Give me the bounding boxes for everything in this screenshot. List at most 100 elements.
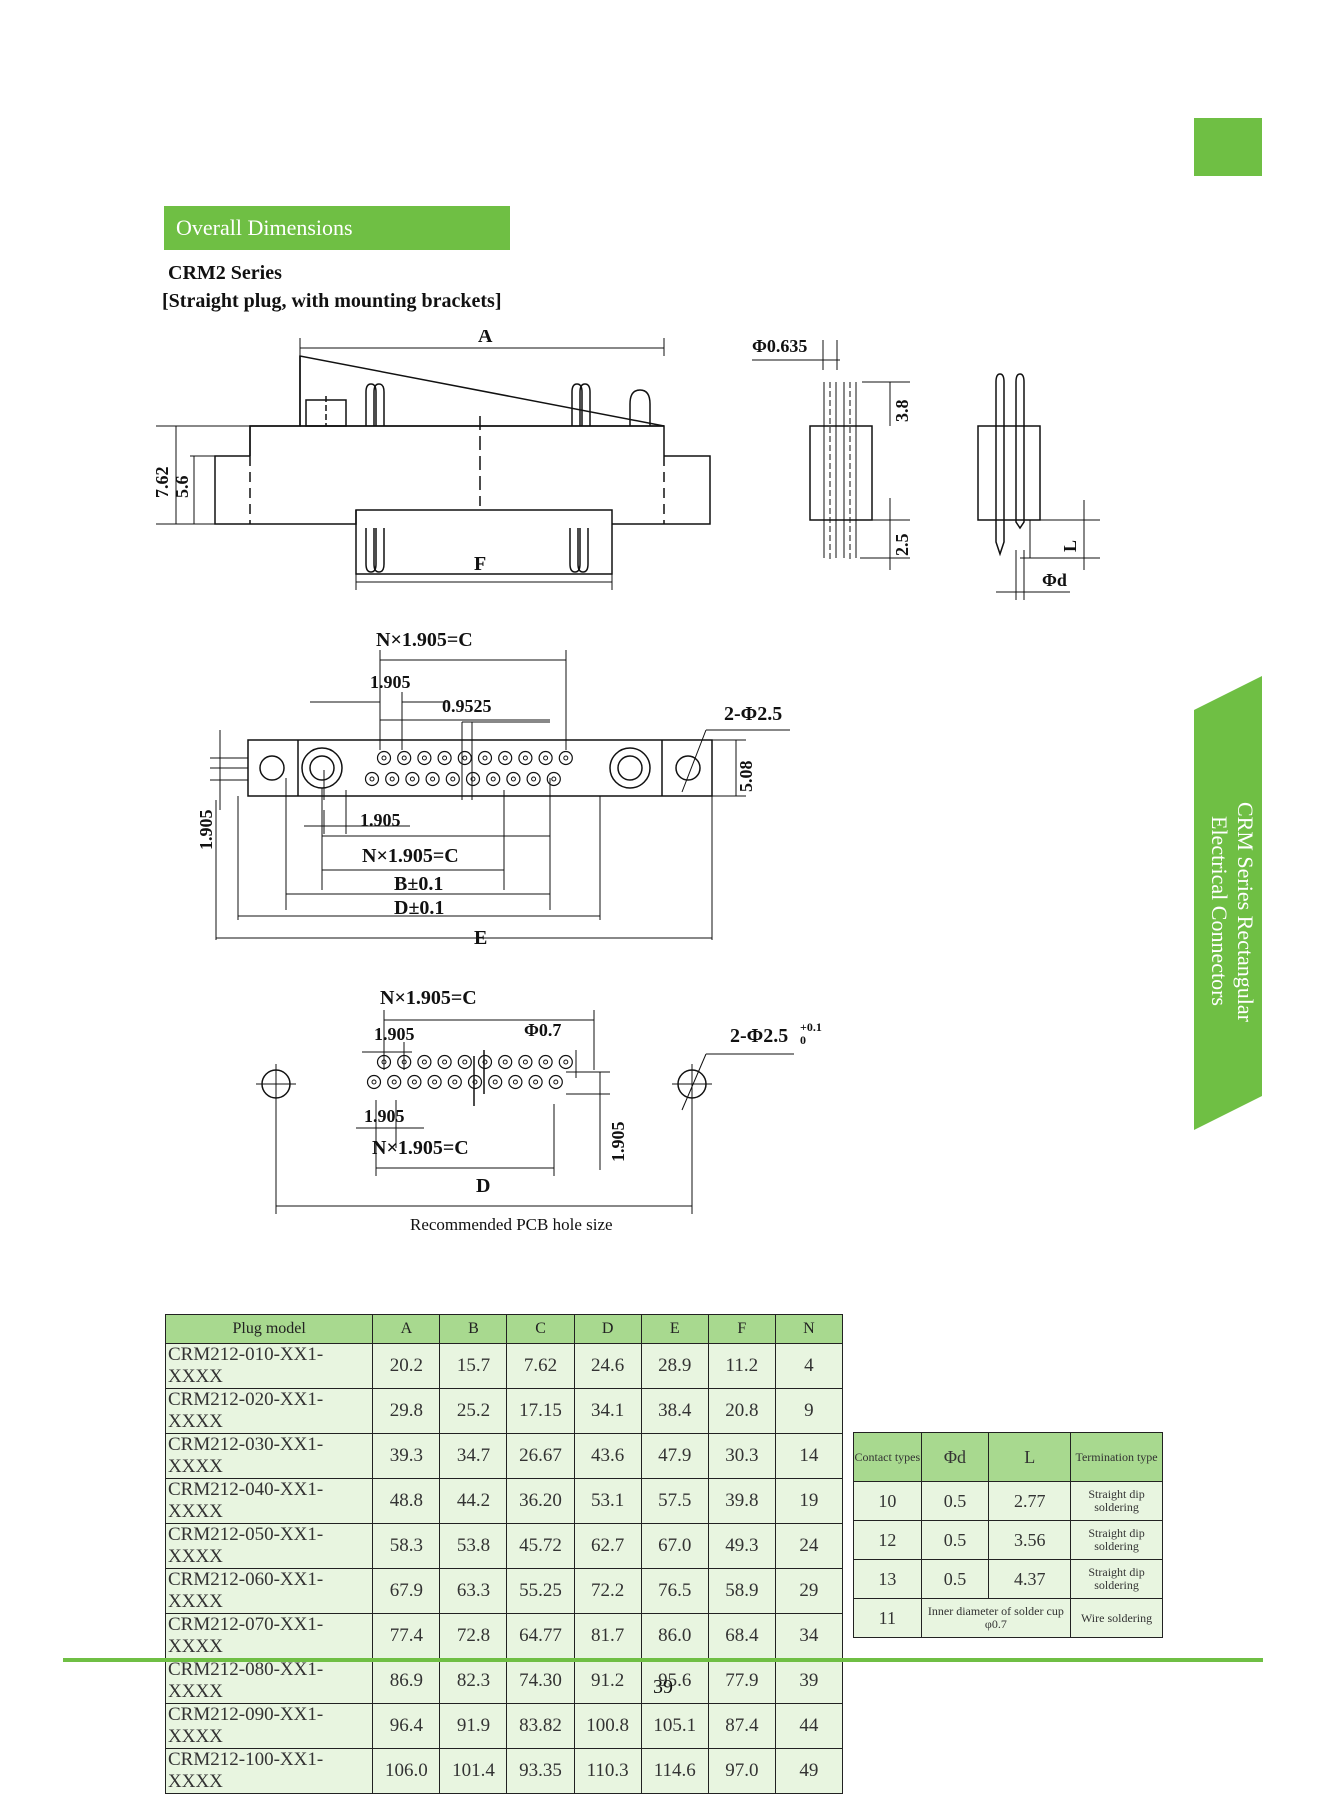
pcb-hole-layout: N×1.905=C 1.905 Φ0.7 2-Φ2.5 +0.1 0 1.905…: [256, 987, 822, 1234]
dimension-cell: 55.25: [506, 1568, 575, 1614]
pcb-hole-center: [371, 1079, 377, 1085]
col-header: A: [372, 1314, 441, 1344]
pcb-mount-tol-upper: +0.1: [800, 1020, 822, 1034]
section-banner: Overall Dimensions: [164, 206, 510, 250]
dim-tail: 2.5: [892, 534, 912, 557]
contact-cell: 3.56: [988, 1520, 1072, 1560]
pcb-mount-holes: 2-Φ2.5: [730, 1025, 788, 1047]
contact-hole: [498, 750, 513, 766]
pcb-hole-center: [432, 1079, 438, 1085]
side-view: A F 7.62 5.6: [152, 330, 711, 590]
pcb-hole: [407, 1074, 422, 1090]
dimension-cell: 20.2: [372, 1343, 441, 1389]
dimension-cell: 114.6: [640, 1748, 709, 1794]
contact-hole-center: [470, 776, 476, 782]
dimension-cell: 77.9: [707, 1658, 776, 1704]
pcb-hole-center: [472, 1079, 478, 1085]
dim-bottom-span: N×1.905=C: [362, 845, 459, 867]
plug-model-cell: CRM212-090-XX1-XXXX: [164, 1703, 374, 1749]
dimension-cell: 4: [774, 1343, 844, 1389]
pcb-hole: [488, 1074, 503, 1090]
pcb-hole: [498, 1054, 513, 1070]
dimension-cell: 96.4: [372, 1703, 441, 1749]
side-tab-line1: CRM Series Rectangular: [1233, 802, 1258, 1022]
contact-cell: 12: [853, 1520, 922, 1560]
dimension-cell: 38.4: [640, 1388, 709, 1434]
pcb-hole: Φ0.7: [524, 1020, 561, 1040]
pcb-caption: Recommended PCB hole size: [410, 1215, 613, 1234]
pcb-hole: [366, 1074, 382, 1090]
dimension-cell: 63.3: [439, 1568, 508, 1614]
dimension-cell: 74.30: [506, 1658, 575, 1704]
pcb-hole: [437, 1054, 452, 1070]
dim-A: A: [478, 330, 493, 347]
contact-hole-center: [389, 776, 395, 782]
dimension-cell: 44: [774, 1703, 844, 1749]
dimension-cell: 34.7: [439, 1433, 508, 1479]
col-header: Termination type: [1070, 1432, 1163, 1482]
plug-model-cell: CRM212-070-XX1-XXXX: [164, 1613, 374, 1659]
plug-model-cell: CRM212-080-XX1-XXXX: [164, 1658, 374, 1704]
pcb-hole-center: [563, 1059, 569, 1065]
col-header: B: [439, 1314, 508, 1344]
col-header: E: [640, 1314, 709, 1344]
series-title: CRM2 Series: [168, 262, 282, 284]
col-header: D: [573, 1314, 642, 1344]
pcb-pitch-top: 1.905: [374, 1024, 415, 1044]
dimension-cell: 83.82: [506, 1703, 575, 1749]
pcb-hole: [528, 1074, 543, 1090]
dim-row-gap: 5.08: [736, 761, 756, 793]
contact-hole: [526, 771, 541, 787]
end-view: L Φd: [977, 373, 1100, 600]
dim-phi-d: Φd: [1042, 570, 1067, 590]
dimension-cell: 110.3: [573, 1748, 642, 1794]
dimension-cell: 91.9: [439, 1703, 508, 1749]
dimension-cell: 29.8: [372, 1388, 441, 1434]
corner-tab: [1194, 118, 1262, 176]
col-header: C: [506, 1314, 575, 1344]
plug-model-cell: CRM212-060-XX1-XXXX: [164, 1568, 374, 1614]
pcb-top-span: N×1.905=C: [380, 987, 477, 1009]
dim-pin-h: 3.8: [892, 400, 912, 423]
dimension-cell: 30.3: [707, 1433, 776, 1479]
contact-cell: Straight dip soldering: [1070, 1559, 1163, 1599]
plug-model-cell: CRM212-010-XX1-XXXX: [164, 1343, 374, 1389]
dim-left-gap: 1.905: [196, 810, 216, 851]
contact-hole: [364, 771, 380, 787]
contact-hole: [385, 771, 400, 787]
dimension-cell: 97.0: [707, 1748, 776, 1794]
footer-rule: [63, 1658, 1263, 1662]
dimension-cell: 49.3: [707, 1523, 776, 1569]
contact-hole: [518, 750, 533, 766]
contact-hole: [506, 771, 521, 787]
dim-pin-dia: Φ0.635: [752, 336, 807, 356]
dimension-cell: 93.35: [506, 1748, 575, 1794]
plug-model-table: Plug model A B C D E F N CRM212-010-XX1-…: [164, 1314, 844, 1794]
contact-hole-center: [369, 776, 375, 782]
pcb-hole-center: [543, 1059, 549, 1065]
dimension-cell: 24: [774, 1523, 844, 1569]
dimension-cell: 106.0: [372, 1748, 441, 1794]
side-tab: [1194, 676, 1262, 1130]
dimension-cell: 20.8: [707, 1388, 776, 1434]
pcb-hole-center: [411, 1079, 417, 1085]
dim-56: 5.6: [172, 476, 192, 499]
dim-pitch-bottom: 1.905: [360, 810, 401, 830]
pcb-hole: [508, 1074, 523, 1090]
pcb-hole-center: [512, 1079, 518, 1085]
contact-hole: [417, 750, 432, 766]
dimension-cell: 58.9: [707, 1568, 776, 1614]
contact-hole: [457, 750, 472, 766]
contact-cell: 0.5: [920, 1559, 990, 1599]
pcb-hole: [387, 1074, 402, 1090]
pcb-row-gap: 1.905: [608, 1122, 628, 1163]
pcb-hole: [477, 1054, 493, 1070]
pcb-hole: [538, 1054, 553, 1070]
dimension-cell: 39.8: [707, 1478, 776, 1524]
dimension-cell: 82.3: [439, 1658, 508, 1704]
pcb-hole-center: [391, 1079, 397, 1085]
dimension-cell: 14: [774, 1433, 844, 1479]
